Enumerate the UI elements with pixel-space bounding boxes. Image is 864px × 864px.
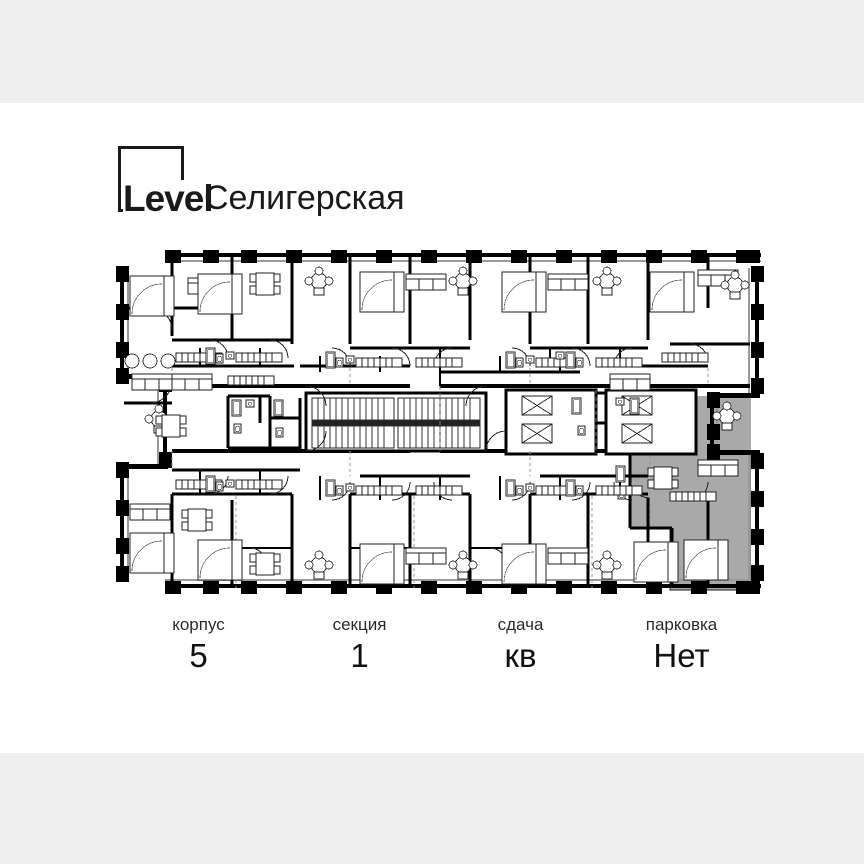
staircase — [311, 397, 481, 449]
stat-label-parking: парковка — [645, 615, 718, 634]
property-stats: корпус 5 секция 1 сдача кв парковка Нет — [118, 614, 762, 684]
letterbox-top — [0, 0, 864, 103]
stat-label-completion: сдача — [497, 615, 544, 634]
stat-value-building: 5 — [189, 637, 208, 674]
stat-value-completion: кв — [504, 637, 537, 674]
letterbox-bottom — [0, 753, 864, 864]
project-name: Селигерская — [204, 179, 405, 217]
stat-value-section: 1 — [350, 637, 369, 674]
furniture-mid — [124, 353, 284, 438]
stat-completion: сдача кв — [440, 614, 601, 675]
stat-section: секция 1 — [279, 614, 440, 675]
stat-label-section: секция — [332, 615, 387, 634]
structural-columns — [116, 250, 764, 594]
stat-label-building: корпус — [172, 615, 225, 634]
stat-value-parking: Нет — [653, 637, 710, 674]
floorplan-drawing[interactable] — [110, 248, 770, 603]
logo-wordmark: Level — [123, 178, 215, 219]
stat-building: корпус 5 — [118, 614, 279, 675]
stat-parking: парковка Нет — [601, 614, 762, 675]
